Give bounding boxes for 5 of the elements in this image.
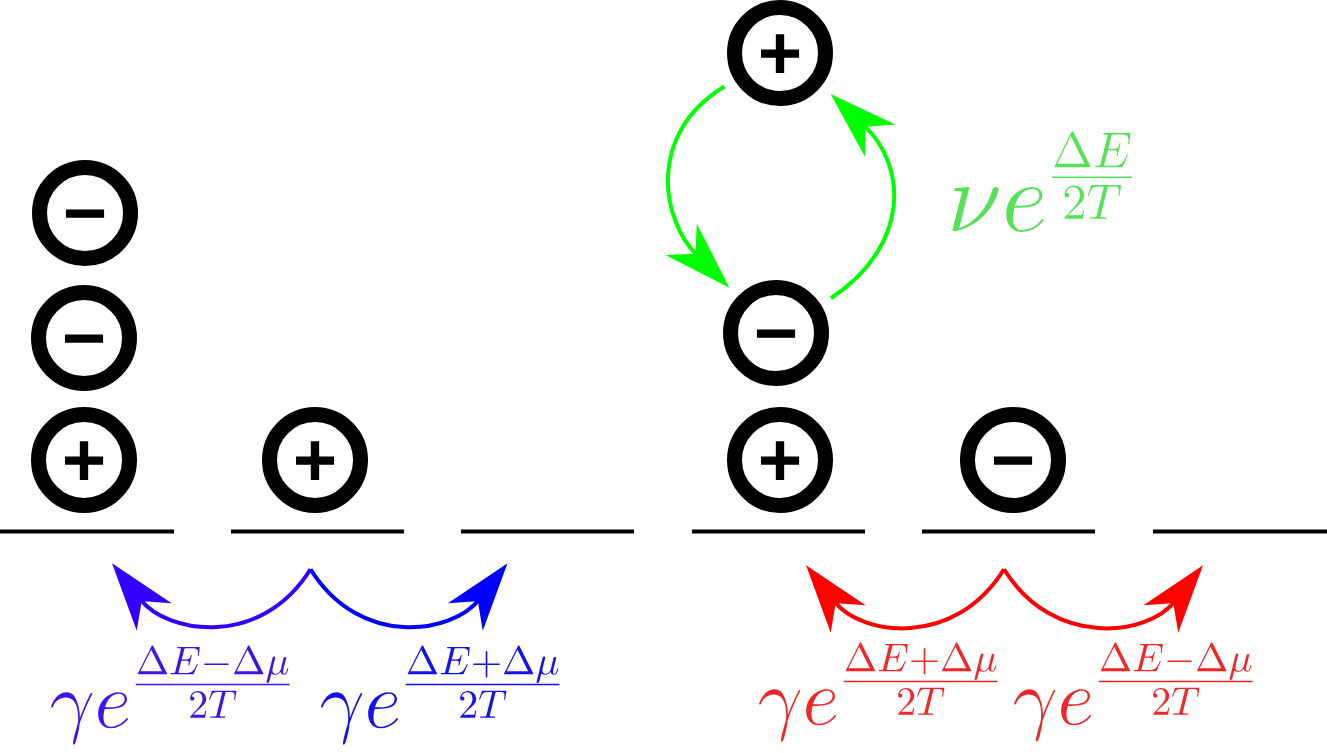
edge-label: $\gamma e^{\frac{\Delta E-\Delta\mu}{2T}}$ bbox=[1014, 642, 1253, 742]
edge-label: $\nu e^{\frac{\Delta E}{2T}}$ bbox=[952, 131, 1132, 232]
edge-label: $\gamma e^{\frac{\Delta E+\Delta\mu}{2T}}$ bbox=[759, 642, 998, 742]
edge-label: $\gamma e^{\frac{\Delta E+\Delta\mu}{2T}}$ bbox=[321, 645, 560, 745]
edge-label: $\gamma e^{\frac{\Delta E-\Delta\mu}{2T}}$ bbox=[51, 645, 290, 745]
